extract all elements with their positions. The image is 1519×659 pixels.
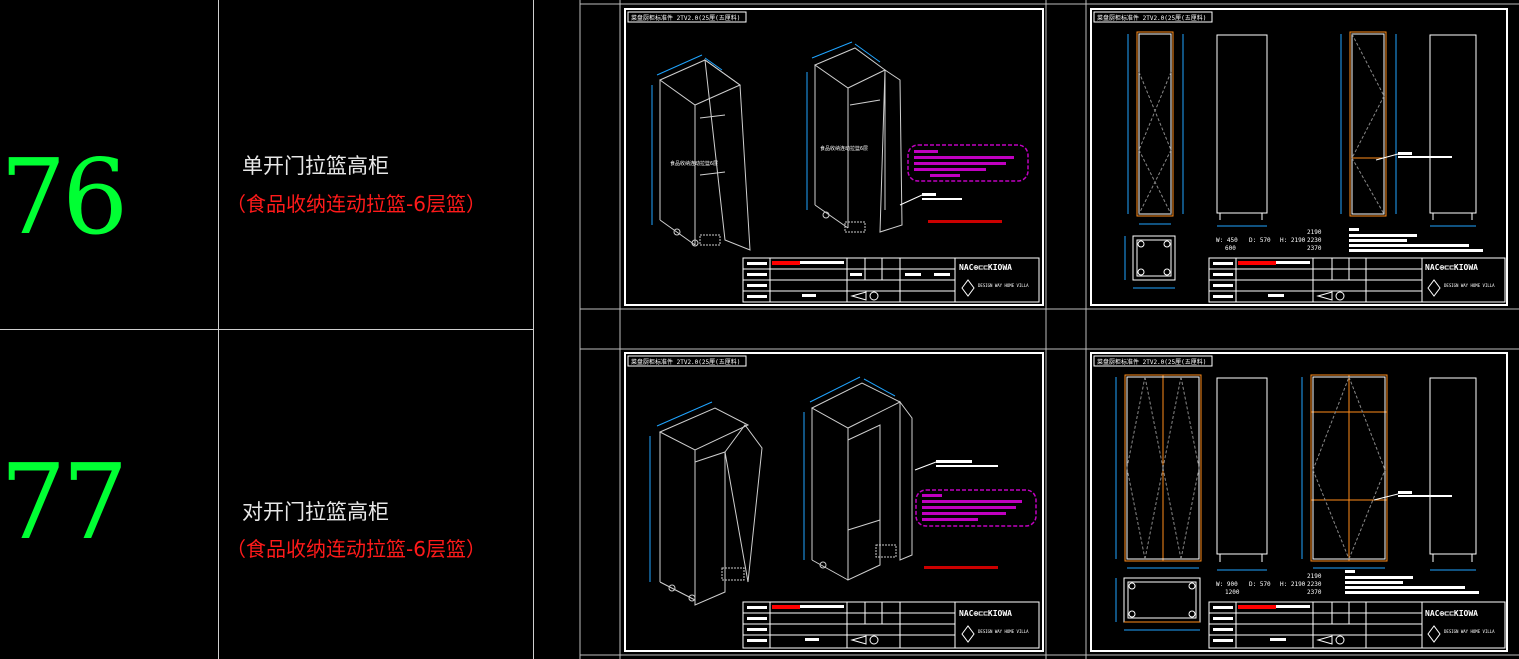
row-number: 76 — [0, 136, 128, 258]
svg-text:2230: 2230 — [1307, 237, 1322, 244]
svg-text:NAC⊕⊏⊏KIOWA: NAC⊕⊏⊏KIOWA — [1425, 263, 1478, 272]
svg-text:菜盘厨柜标准件 2TV2.0(25厘(五厘料): 菜盘厨柜标准件 2TV2.0(25厘(五厘料) — [631, 358, 740, 366]
cad-drawing-area[interactable]: 菜盘厨柜标准件 2TV2.0(25厘(五厘料) 食品收纳连动拉篮6层 — [534, 0, 1519, 659]
svg-text:H: 2190: H: 2190 — [1280, 237, 1306, 244]
svg-text:DESIGN WAY HOME VILLA: DESIGN WAY HOME VILLA — [1444, 629, 1495, 634]
svg-text:D: 570: D: 570 — [1249, 581, 1271, 588]
svg-text:D: 570: D: 570 — [1249, 237, 1271, 244]
svg-text:2370: 2370 — [1307, 589, 1322, 596]
svg-text:菜盘厨柜标准件 2TV2.0(25厘(五厘料): 菜盘厨柜标准件 2TV2.0(25厘(五厘料) — [1097, 14, 1206, 22]
row-subtitle: （食品收纳连动拉篮-6层篮） — [226, 537, 486, 561]
svg-text:600: 600 — [1225, 245, 1236, 252]
row-number: 77 — [0, 441, 128, 563]
svg-text:食品收纳连动拉篮6层: 食品收纳连动拉篮6层 — [820, 145, 868, 152]
svg-text:菜盘厨柜标准件 2TV2.0(25厘(五厘料): 菜盘厨柜标准件 2TV2.0(25厘(五厘料) — [1097, 358, 1206, 366]
row-subtitle: （食品收纳连动拉篮-6层篮） — [226, 192, 486, 216]
svg-text:W: 900: W: 900 — [1216, 581, 1238, 588]
table-divider-horizontal — [0, 329, 534, 330]
logo-text: NAC⊕⊏⊏KIOWA — [959, 263, 1012, 272]
svg-text:NAC⊕⊏⊏KIOWA: NAC⊕⊏⊏KIOWA — [1425, 609, 1478, 618]
logo-sub: DESIGN WAY HOME VILLA — [978, 283, 1029, 288]
svg-text:DESIGN WAY HOME VILLA: DESIGN WAY HOME VILLA — [978, 629, 1029, 634]
svg-text:H: 2190: H: 2190 — [1280, 581, 1306, 588]
svg-text:NAC⊕⊏⊏KIOWA: NAC⊕⊏⊏KIOWA — [959, 609, 1012, 618]
row-title: 单开门拉篮高柜 — [242, 154, 389, 178]
svg-text:DESIGN WAY HOME VILLA: DESIGN WAY HOME VILLA — [1444, 283, 1495, 288]
sheet-isometric-single-door: 菜盘厨柜标准件 2TV2.0(25厘(五厘料) 食品收纳连动拉篮6层 — [624, 8, 1044, 306]
svg-text:W: 450: W: 450 — [1216, 237, 1238, 244]
svg-text:1200: 1200 — [1225, 589, 1240, 596]
sheet-elevation-single-door: 菜盘厨柜标准件 2TV2.0(25厘(五厘料) — [1090, 8, 1508, 306]
row-title: 对开门拉篮高柜 — [242, 500, 389, 524]
svg-text:2190: 2190 — [1307, 229, 1322, 236]
sheet-elevation-double-door: 菜盘厨柜标准件 2TV2.0(25厘(五厘料) — [1090, 352, 1508, 652]
sheet-isometric-double-door: 菜盘厨柜标准件 2TV2.0(25厘(五厘料) — [624, 352, 1044, 652]
svg-text:食品收纳连动拉篮6层: 食品收纳连动拉篮6层 — [670, 160, 718, 167]
svg-text:2230: 2230 — [1307, 581, 1322, 588]
svg-text:2190: 2190 — [1307, 573, 1322, 580]
svg-text:2370: 2370 — [1307, 245, 1322, 252]
sheet-header-label: 菜盘厨柜标准件 2TV2.0(25厘(五厘料) — [631, 14, 740, 22]
